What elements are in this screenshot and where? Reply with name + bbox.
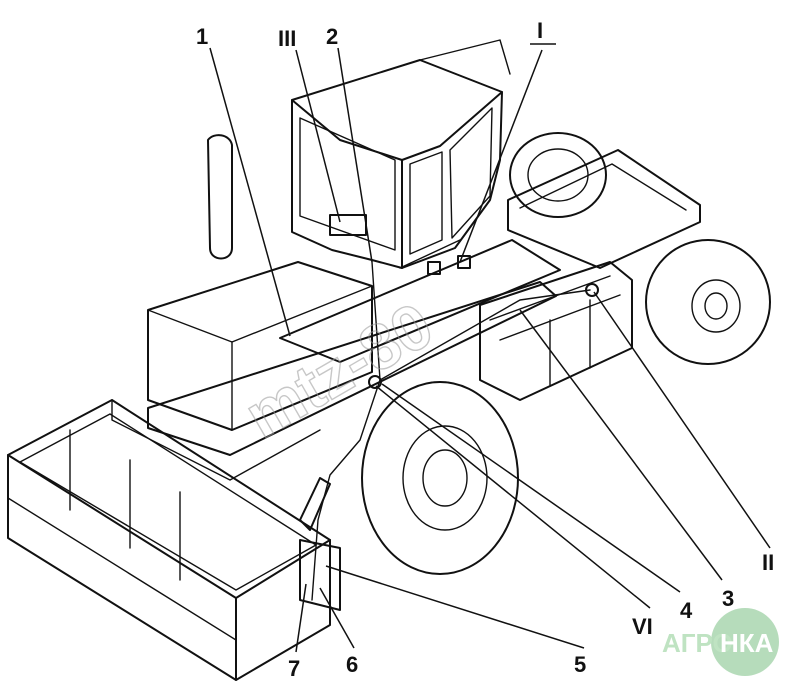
tractor-cab <box>291 39 511 269</box>
rear-wheel-upper <box>509 132 607 218</box>
leader-lines <box>209 43 771 653</box>
callout-5: 5 <box>574 652 586 677</box>
logo-right-text: НКА <box>720 628 774 658</box>
lift-cylinder <box>299 477 341 611</box>
agronka-logo: АГРО НКА <box>662 608 779 676</box>
callout-6: 6 <box>346 652 358 677</box>
callout-III: III <box>278 26 296 51</box>
chassis-beam <box>147 281 557 456</box>
exhaust-pipe <box>207 134 233 260</box>
callout-3: 3 <box>722 586 734 611</box>
front-wheel <box>361 381 519 575</box>
callout-labels: 1 III 2 I II 3 4 VI 5 6 7 <box>196 18 774 681</box>
front-box-attachment <box>7 399 331 681</box>
callout-7: 7 <box>288 656 300 681</box>
callout-4: 4 <box>680 598 693 623</box>
callout-VI: VI <box>632 614 653 639</box>
logo-left-text: АГРО <box>662 628 733 658</box>
callout-2: 2 <box>326 24 338 49</box>
callout-1: 1 <box>196 24 208 49</box>
engine-hood <box>147 261 373 431</box>
callout-I: I <box>537 18 543 43</box>
platform-plate <box>279 239 561 363</box>
rear-wheel-right <box>645 239 771 365</box>
callout-II: II <box>762 550 774 575</box>
logo-circle <box>711 608 779 676</box>
